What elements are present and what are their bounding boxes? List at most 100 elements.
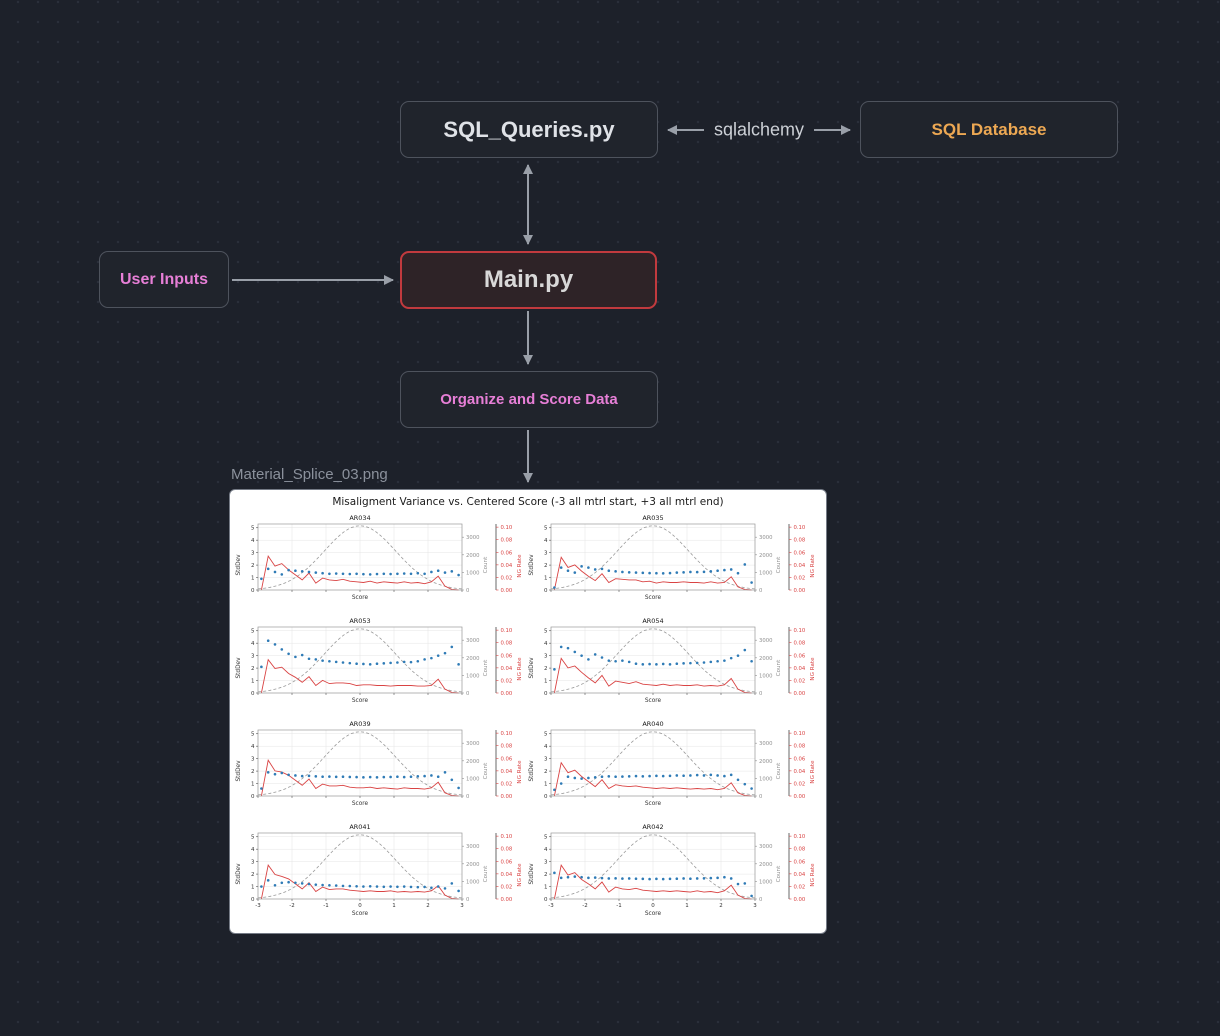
svg-text:0.06: 0.06 <box>794 653 806 659</box>
svg-text:2000: 2000 <box>759 656 773 662</box>
svg-text:0.04: 0.04 <box>501 769 513 775</box>
svg-text:0: 0 <box>544 588 548 594</box>
svg-text:0.08: 0.08 <box>794 847 806 853</box>
svg-text:1000: 1000 <box>466 879 480 885</box>
svg-text:AR035: AR035 <box>642 514 663 522</box>
svg-text:NG Rate: NG Rate <box>810 657 816 681</box>
svg-text:5: 5 <box>251 732 255 738</box>
svg-text:0.00: 0.00 <box>501 588 513 594</box>
svg-text:AR054: AR054 <box>642 617 663 625</box>
node-sql-database[interactable]: SQL Database <box>860 101 1118 158</box>
svg-text:1: 1 <box>544 576 548 582</box>
svg-text:3: 3 <box>251 757 255 763</box>
svg-text:0.10: 0.10 <box>501 525 513 531</box>
svg-text:AR053: AR053 <box>349 617 370 625</box>
svg-text:1000: 1000 <box>466 776 480 782</box>
svg-text:2: 2 <box>251 666 255 672</box>
svg-text:2000: 2000 <box>759 759 773 765</box>
svg-text:StdDev: StdDev <box>236 760 242 782</box>
svg-text:0.02: 0.02 <box>501 575 513 581</box>
node-organize-label: Organize and Score Data <box>440 391 618 408</box>
svg-text:0.02: 0.02 <box>794 884 806 890</box>
figure-image-node[interactable]: Misaligment Variance vs. Centered Score … <box>229 489 827 934</box>
svg-text:2000: 2000 <box>759 862 773 868</box>
svg-text:2000: 2000 <box>466 759 480 765</box>
svg-text:4: 4 <box>544 744 548 750</box>
svg-text:4: 4 <box>251 847 255 853</box>
svg-text:0.04: 0.04 <box>794 769 806 775</box>
svg-text:0.06: 0.06 <box>794 550 806 556</box>
svg-text:0: 0 <box>544 691 548 697</box>
node-main-label: Main.py <box>483 266 574 293</box>
node-user-inputs[interactable]: User Inputs <box>99 251 229 308</box>
svg-text:0.10: 0.10 <box>794 731 806 737</box>
svg-text:0.04: 0.04 <box>501 563 513 569</box>
svg-text:Score: Score <box>352 698 369 704</box>
svg-text:0.06: 0.06 <box>501 653 513 659</box>
node-user-inputs-label: User Inputs <box>119 270 208 288</box>
svg-text:0: 0 <box>651 903 655 909</box>
svg-text:3: 3 <box>753 903 757 909</box>
svg-text:Count: Count <box>776 762 782 779</box>
svg-text:Count: Count <box>776 556 782 573</box>
svg-text:0: 0 <box>544 897 548 903</box>
svg-text:3: 3 <box>544 757 548 763</box>
svg-text:0.06: 0.06 <box>501 859 513 865</box>
svg-text:AR034: AR034 <box>349 514 370 522</box>
svg-text:Score: Score <box>352 595 369 601</box>
svg-text:0: 0 <box>759 588 763 594</box>
svg-text:0.08: 0.08 <box>794 538 806 544</box>
svg-text:2: 2 <box>251 563 255 569</box>
svg-text:StdDev: StdDev <box>236 863 242 885</box>
svg-text:0.00: 0.00 <box>501 897 513 903</box>
svg-text:-1: -1 <box>323 903 328 909</box>
svg-text:2: 2 <box>544 872 548 878</box>
svg-text:0: 0 <box>544 794 548 800</box>
svg-text:1: 1 <box>392 903 396 909</box>
subplot-AR039: AR039012345StdDevScore0100020003000Count… <box>236 720 523 807</box>
svg-text:-1: -1 <box>616 903 621 909</box>
svg-text:Count: Count <box>776 865 782 882</box>
svg-text:StdDev: StdDev <box>529 657 535 679</box>
svg-text:0.06: 0.06 <box>501 756 513 762</box>
svg-text:1: 1 <box>251 885 255 891</box>
svg-text:0.10: 0.10 <box>794 628 806 634</box>
svg-text:0.04: 0.04 <box>501 872 513 878</box>
svg-text:0.08: 0.08 <box>501 538 513 544</box>
svg-text:0.08: 0.08 <box>501 744 513 750</box>
svg-text:Count: Count <box>483 762 489 779</box>
svg-text:StdDev: StdDev <box>236 554 242 576</box>
svg-text:0.02: 0.02 <box>501 678 513 684</box>
svg-text:4: 4 <box>251 538 255 544</box>
svg-text:0: 0 <box>251 588 255 594</box>
svg-text:StdDev: StdDev <box>529 863 535 885</box>
svg-text:1000: 1000 <box>466 673 480 679</box>
svg-text:AR039: AR039 <box>349 720 370 728</box>
svg-text:3000: 3000 <box>759 535 773 541</box>
svg-text:0.04: 0.04 <box>501 666 513 672</box>
svg-text:0: 0 <box>466 588 470 594</box>
svg-text:4: 4 <box>544 538 548 544</box>
svg-text:0.02: 0.02 <box>794 575 806 581</box>
subplot-AR040: AR040012345StdDevScore0100020003000Count… <box>529 720 816 807</box>
svg-text:3: 3 <box>544 654 548 660</box>
node-sql-queries[interactable]: SQL_Queries.py <box>400 101 658 158</box>
svg-text:3000: 3000 <box>759 844 773 850</box>
node-organize-and-score[interactable]: Organize and Score Data <box>400 371 658 428</box>
svg-text:3000: 3000 <box>466 741 480 747</box>
svg-text:Score: Score <box>645 911 662 917</box>
svg-text:Score: Score <box>352 801 369 807</box>
svg-text:1: 1 <box>251 679 255 685</box>
svg-text:AR041: AR041 <box>349 823 370 831</box>
svg-text:2: 2 <box>426 903 430 909</box>
svg-text:3: 3 <box>460 903 464 909</box>
svg-text:2: 2 <box>544 769 548 775</box>
svg-text:1: 1 <box>251 576 255 582</box>
subplot-AR035: AR035012345StdDevScore0100020003000Count… <box>529 514 816 601</box>
node-main[interactable]: Main.py <box>400 251 657 309</box>
subplot-AR034: AR034012345StdDevScore0100020003000Count… <box>236 514 523 601</box>
svg-text:0.10: 0.10 <box>794 834 806 840</box>
